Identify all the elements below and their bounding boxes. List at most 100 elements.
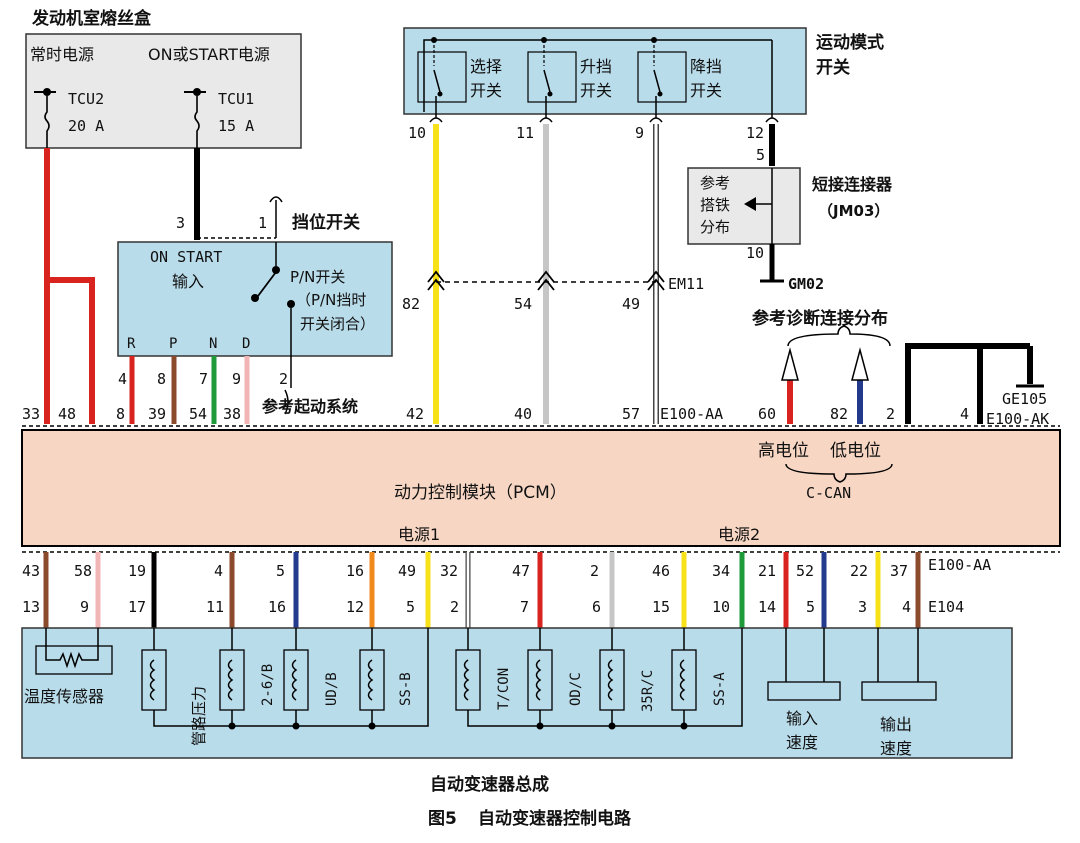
fuse-tcu2-name: TCU2 [68,90,104,108]
pn-note-2: 开关闭合） [300,315,375,333]
pin-label: 9 [635,124,644,142]
pcm-top-pins: 33 48 8 39 54 38 42 40 57 E100-AA 60 82 … [22,405,1049,428]
thermistor-icon [45,628,99,669]
diag-connection: 参考诊断连接分布 GE105 [752,308,1047,424]
pin-label: 14 [758,598,776,616]
pin-label: 19 [128,562,146,580]
solenoid-label: SS-B [398,672,414,706]
pin-label: 15 [652,598,670,616]
pin-label: 16 [346,562,364,580]
pin-label: 37 [890,562,908,580]
gear-wires: 4 8 7 9 2 参考起动系统 [118,356,358,424]
pin-label: 82 [830,405,848,423]
power2-label: 电源2 [718,525,760,544]
pin-label: 60 [758,405,776,423]
assembly-label: 自动变速器总成 [430,774,549,795]
power1-label: 电源1 [398,525,440,544]
brace-icon [785,463,893,483]
pin-label: 4 [902,598,911,616]
downshift-switch-label: 开关 [690,81,722,100]
jumper-code: （JM03） [818,202,889,220]
pin-label: 6 [592,598,601,616]
connector-e100-ak-label: E100-AK [986,410,1049,428]
switch-icon [431,37,443,118]
pin-label: 39 [148,405,166,423]
fuse-box-title: 发动机室熔丝盒 [31,8,152,29]
figure-number: 图5 [428,809,457,829]
solenoid-label: UD/B [324,672,340,706]
pin-label: 49 [622,295,640,313]
pcm-module: 动力控制模块（PCM） 高电位 低电位 C-CAN 电源1 电源2 [21,425,1061,553]
input-speed-sensor: 输入 速度 [767,628,841,752]
can-high-label: 高电位 [758,441,809,461]
start-system-ref: 参考起动系统 [262,397,358,416]
pin-label: 1 [258,214,267,232]
sport-mode-label: 开关 [816,57,850,78]
pin-label: 2 [279,370,288,388]
fuse-box: 发动机室熔丝盒 常时电源 ON或START电源 TCU2 20 A TCU1 1… [25,8,302,149]
upshift-switch-label: 开关 [580,81,612,100]
c-can-label: C-CAN [806,484,851,502]
pn-switch-label: P/N开关 [290,268,345,286]
pin-label: 2 [886,405,895,423]
brace-icon [787,325,891,347]
temp-sensor-label: 温度传感器 [24,687,104,706]
select-switch-label: 选择 [470,57,502,76]
pin-label: 52 [796,562,814,580]
pin-label: 5 [756,146,765,164]
arrow-left-icon [744,197,756,211]
fuse-icon [184,88,206,148]
pin-label: 4 [118,370,127,388]
pin-label: 57 [622,405,640,423]
on-start-power-label: ON或START电源 [148,45,270,64]
pin-label: 7 [199,370,208,388]
pin-label: 9 [80,598,89,616]
position-d: D [242,336,250,352]
position-r: R [127,336,136,352]
coil-icon [679,659,686,701]
sport-wires: EM11 82 54 49 [402,117,779,424]
short-connector: 5 参考 搭铁 分布 短接连接器 （JM03） 10 GM02 [687,146,893,293]
pin-label: 5 [806,598,815,616]
coil-icon [535,659,542,701]
solenoid-label: 35R/C [640,670,656,712]
pin-label: 2 [450,598,459,616]
coil-icon [463,659,470,701]
coil-icon [149,659,156,701]
pin-label: 40 [514,405,532,423]
pin-label: 34 [712,562,730,580]
fuse-tcu1-amp: 15 A [218,117,254,135]
pin-label: 38 [223,405,241,423]
input-label: 输入 [172,272,204,291]
bottom-wires [43,552,921,628]
gear-switch: 3 1 挡位开关 ON START 输入 P/N开关 （P/N挡时 开关闭合） … [117,196,393,357]
switch-icon [541,37,553,118]
gm02-label: GM02 [788,275,824,293]
pin-label: 21 [758,562,776,580]
pin-label: 17 [128,598,146,616]
solenoid-group-left: 管路压力 2-6/B UD/B SS-B [141,628,429,746]
pin-label: 3 [176,214,185,232]
pcm-bottom-pins: 43 58 19 4 5 16 49 32 47 2 46 34 21 52 2… [22,556,991,580]
coil-icon [227,659,234,701]
wire-red-power [44,148,95,424]
input-speed-label: 速度 [786,733,818,752]
pin-label: 46 [652,562,670,580]
constant-power-label: 常时电源 [30,45,94,64]
figure-caption: 自动变速器控制电路 [478,808,632,829]
pin-label: 10 [712,598,730,616]
pin-label: 10 [408,124,426,142]
ge105-label: GE105 [1002,390,1047,408]
transmission-assembly: 温度传感器 管路压力 2-6/B UD/B SS-B [21,627,1013,759]
fuse-tcu2-amp: 20 A [68,117,104,135]
select-switch-label: 开关 [470,81,502,100]
pin-label: 16 [268,598,286,616]
fuse-icon [34,88,56,148]
pin-label: 58 [74,562,92,580]
fuse-tcu1-name: TCU1 [218,90,254,108]
pin-label: 2 [590,562,599,580]
pin-label: 4 [214,562,223,580]
ground-ref-text: 搭铁 [700,196,730,214]
pin-label: 42 [406,405,424,423]
